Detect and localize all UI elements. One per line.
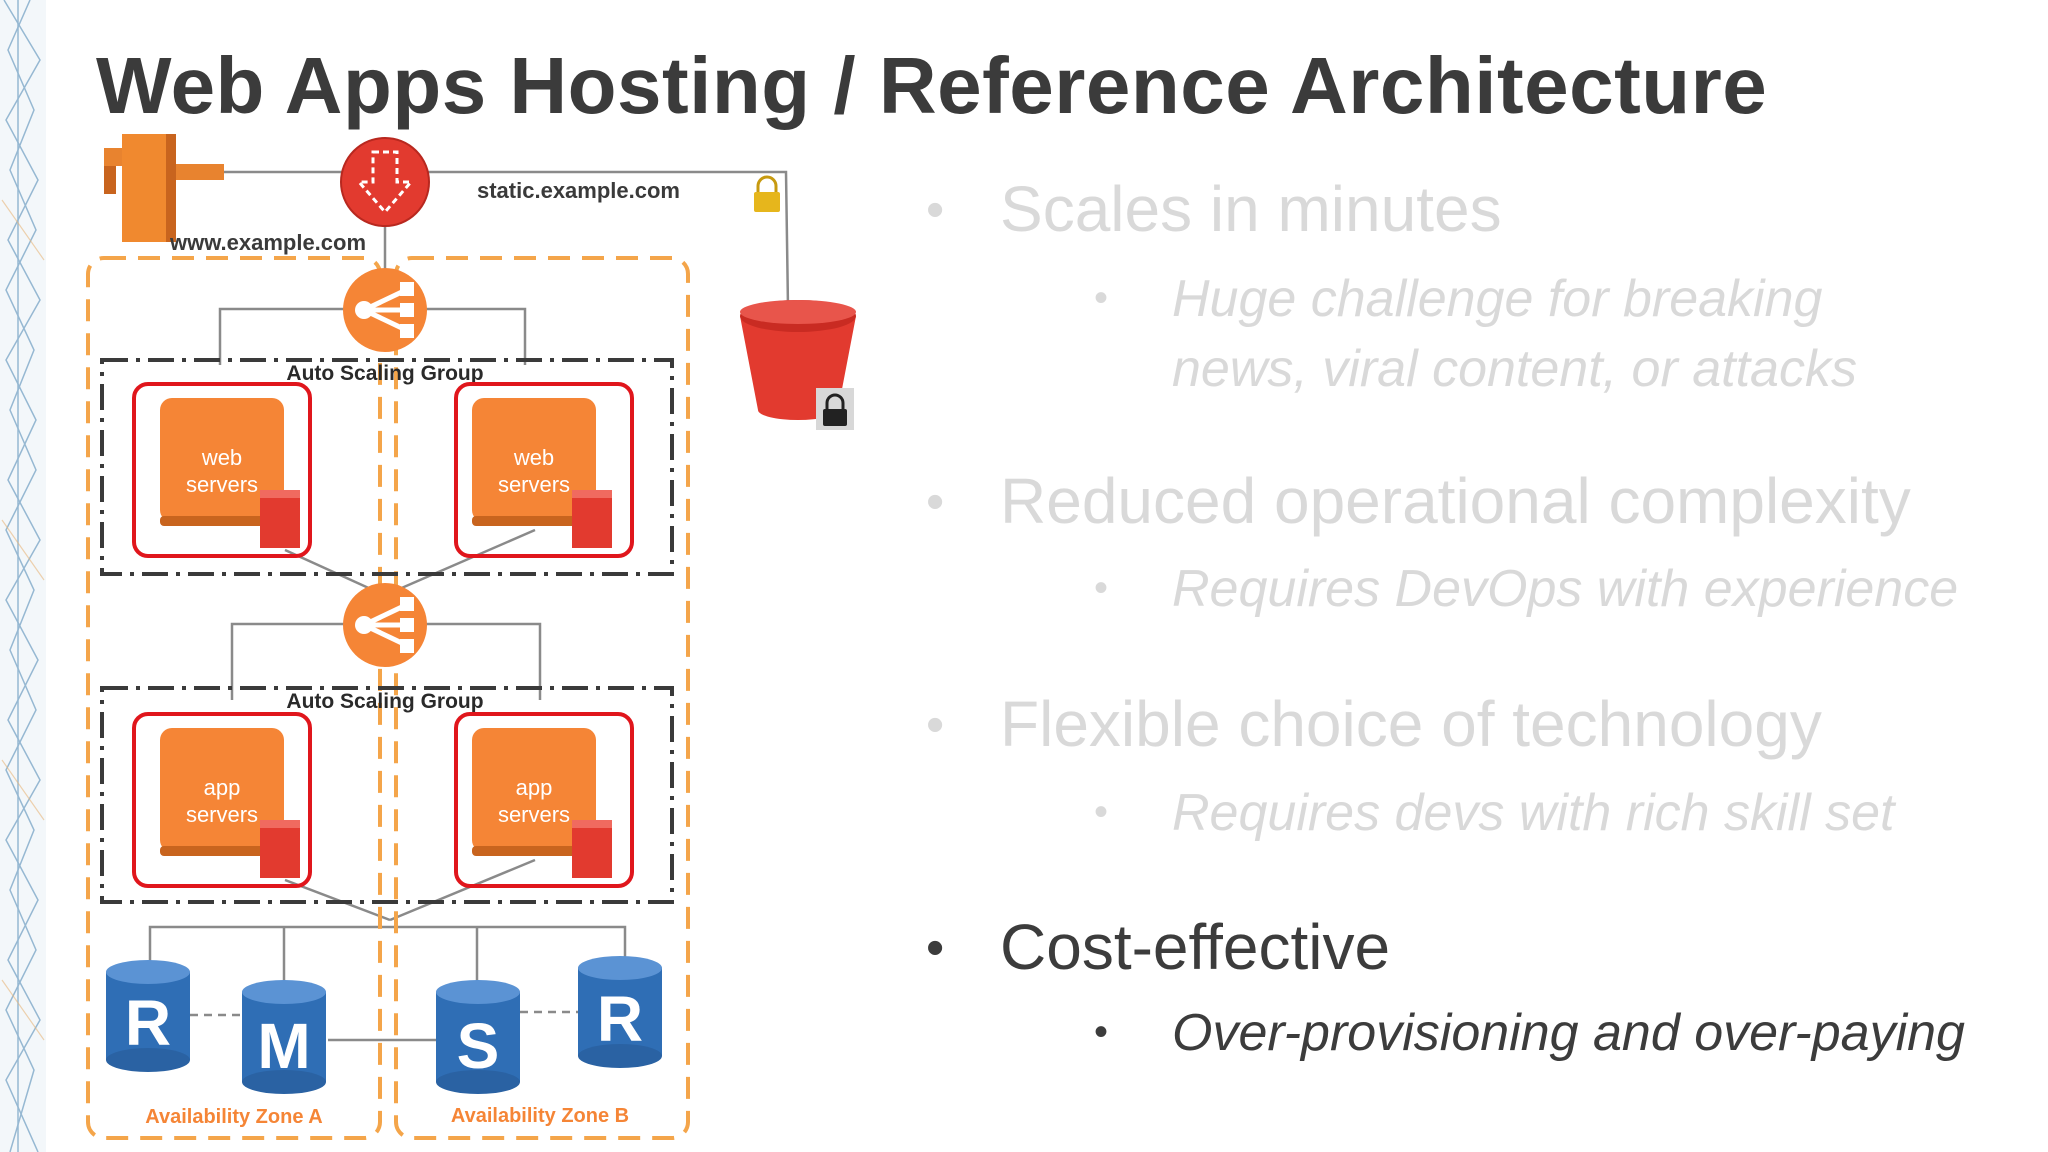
asg-app-label: Auto Scaling Group [286,690,483,713]
lock-badge-icon [816,388,854,430]
sub-bullet-technology: Requires devs with rich skill set [1172,784,1895,842]
db-standby: S [436,980,520,1094]
app-server-b-line1: app [516,775,553,800]
web-server-b: web servers [454,382,634,558]
db-read-replica-b: R [578,956,662,1068]
sub-bullet-complexity: Requires DevOps with experience [1172,560,1959,618]
slide-title: Web Apps Hosting / Reference Architectur… [96,41,1768,130]
padlock-icon [754,175,780,212]
app-server-a: app servers [132,712,312,888]
db-master-letter: M [257,1010,310,1082]
sub-bullet-marker: • [1094,790,1109,834]
route53-icon [104,134,224,242]
bullet-list: • Scales in minutes • Huge challenge for… [900,0,2048,1152]
sub-bullet-scales-line2: news, viral content, or attacks [1172,340,1857,398]
decorative-side-stripe [0,0,46,1152]
app-server-b-line2: servers [498,802,570,827]
bullet-marker: • [926,181,945,239]
auto-scaling-group-web [100,358,674,576]
bullet-scales: Scales in minutes [1000,173,1502,245]
bullet-technology: Flexible choice of technology [1000,688,1822,760]
static-domain-label: static.example.com [477,178,680,203]
web-server-a-line2: servers [186,472,258,497]
availability-zone-b-label: Availability Zone B [451,1105,629,1127]
db-standby-letter: S [457,1010,500,1082]
app-server-a-line2: servers [186,802,258,827]
web-server-b-line1: web [513,445,554,470]
bullet-marker: • [926,473,945,531]
cloudfront-icon [340,137,430,227]
www-domain-label: www.example.com [169,230,366,255]
app-server-a-line1: app [204,775,241,800]
db-read-replica-a: R [106,960,190,1072]
sub-bullet-marker: • [1094,566,1109,610]
architecture-diagram: www.example.com static.example.com Auto … [86,134,856,1140]
load-balancer-app-icon [343,583,427,667]
sub-bullet-marker: • [1094,276,1109,320]
bullet-marker: • [926,919,945,977]
db-read-replica-b-letter: R [597,983,643,1055]
bullet-complexity: Reduced operational complexity [1000,465,1911,537]
web-server-a: web servers [132,382,312,558]
web-server-b-line2: servers [498,472,570,497]
db-read-replica-a-letter: R [125,987,171,1059]
web-server-a-line1: web [201,445,242,470]
load-balancer-web-icon [343,268,427,352]
sub-bullet-marker: • [1094,1010,1109,1054]
auto-scaling-group-app [100,686,674,904]
availability-zone-a-label: Availability Zone A [145,1106,322,1128]
app-server-b: app servers [454,712,634,888]
sub-bullet-scales-line1: Huge challenge for breaking [1172,270,1823,328]
sub-bullet-cost-effective: Over-provisioning and over-paying [1172,1004,1965,1062]
asg-web-label: Auto Scaling Group [286,362,483,385]
db-master: M [242,980,326,1094]
bullet-cost-effective: Cost-effective [1000,911,1391,983]
bullet-marker: • [926,696,945,754]
